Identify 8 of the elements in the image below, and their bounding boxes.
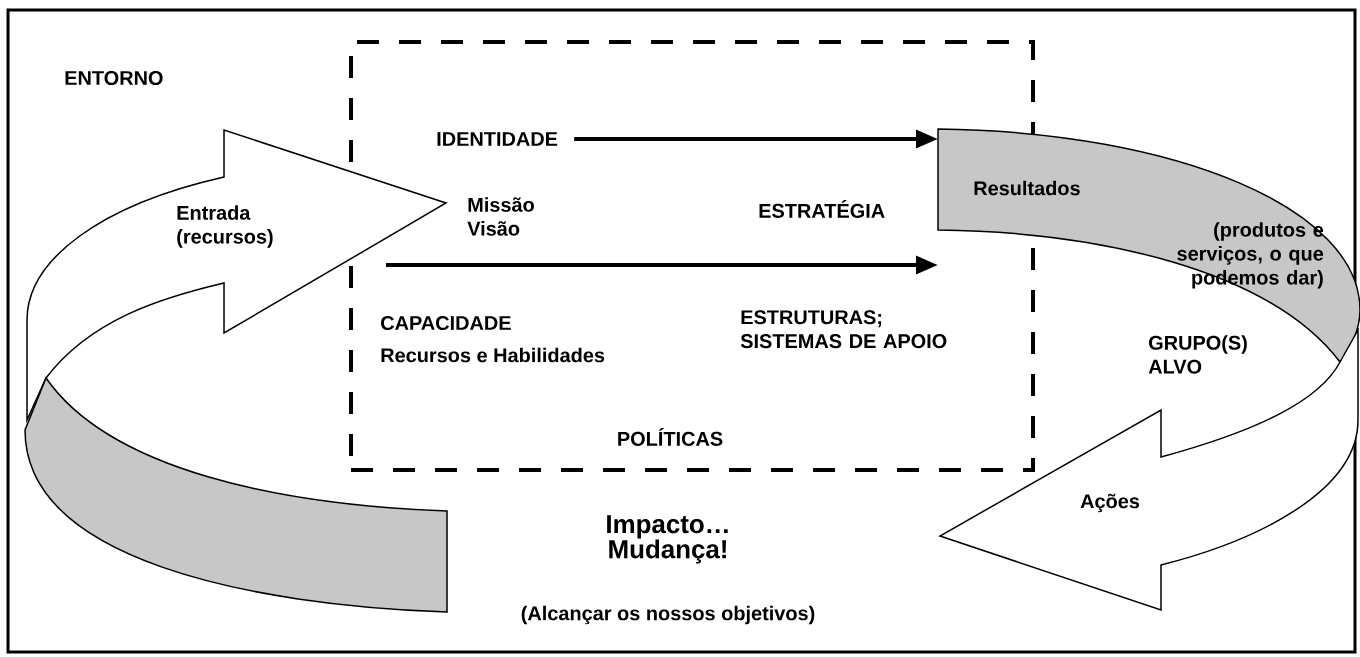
text-label: Impacto… Mudança!	[607, 515, 728, 564]
text-label: ESTRATÉGIA	[759, 200, 885, 218]
text-label: (Alcançar os nossos objetivos)	[521, 605, 815, 625]
text-label: Missão Visão	[467, 197, 534, 236]
text-label: GRUPO(S) ALVO	[1148, 335, 1247, 374]
text-label: POLÍTICAS	[618, 428, 723, 446]
text-label: ENTORNO	[65, 70, 163, 86]
node-label: Ações	[1080, 493, 1140, 513]
